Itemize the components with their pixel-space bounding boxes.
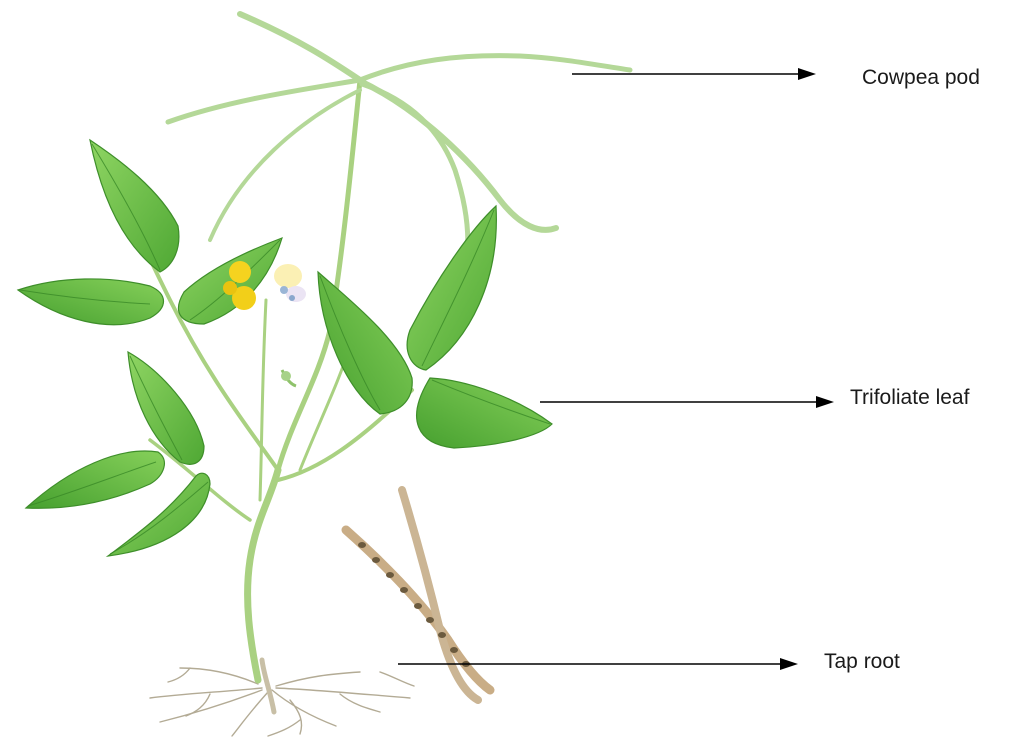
arrowheads bbox=[780, 68, 834, 670]
pointer-arrows bbox=[398, 74, 816, 664]
dry-pods bbox=[346, 490, 490, 700]
leaves bbox=[18, 140, 552, 556]
root-arrowhead bbox=[780, 658, 798, 670]
tap-root bbox=[262, 660, 274, 712]
tap-root-label: Tap root bbox=[824, 650, 900, 674]
pod-arrowhead bbox=[798, 68, 816, 80]
trifoliate-leaf-label: Trifoliate leaf bbox=[850, 386, 969, 410]
root-system bbox=[150, 668, 414, 736]
leaf-arrowhead bbox=[816, 396, 834, 408]
cowpea-pod-label: Cowpea pod bbox=[862, 66, 980, 90]
green-pods bbox=[168, 14, 630, 264]
